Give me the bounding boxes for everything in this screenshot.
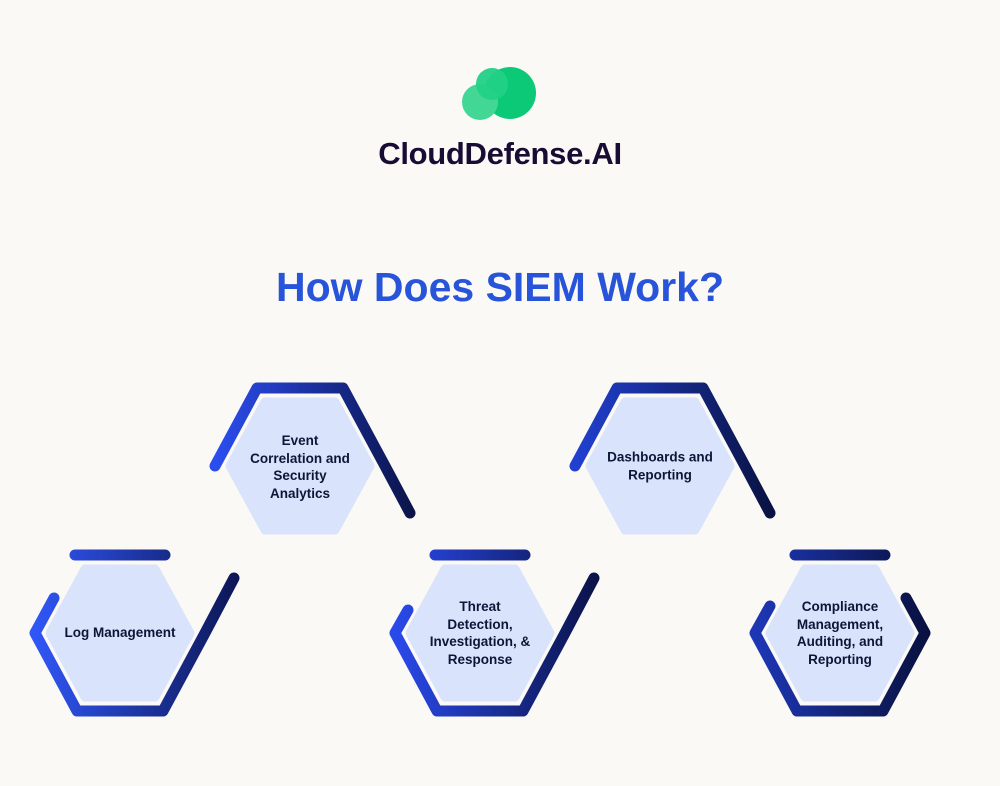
page-title: How Does SIEM Work?	[275, 264, 725, 310]
hexagon-label-threat-detection: Threat Detection, Investigation, & Respo…	[429, 598, 531, 667]
hexagon-outline	[569, 382, 776, 519]
hexagon-fill	[585, 397, 735, 535]
hexagon-fill	[405, 564, 555, 702]
hexagon-label-dashboards-reporting: Dashboards and Reporting	[607, 449, 713, 482]
hexagon-fill	[45, 564, 195, 702]
hexagon-fill	[225, 397, 375, 535]
hexagon-outline	[209, 382, 416, 519]
hexagon-label-log-management: Log Management	[64, 625, 176, 641]
hexagon-label-event-correlation: Event Correlation and Security Analytics	[250, 432, 350, 501]
hexagon-outline	[389, 572, 600, 717]
hexagon-outline	[29, 572, 240, 717]
hexagon-compliance-management	[749, 549, 931, 717]
brand-logo: CloudDefense.AI	[0, 62, 1000, 172]
hexagon-dashboards-reporting	[569, 382, 776, 535]
hexagon-event-correlation	[209, 382, 416, 535]
hexagon-fill	[765, 564, 915, 702]
hexagon-outline	[749, 592, 931, 717]
hexagon-threat-detection	[389, 549, 600, 717]
hexagon-label-compliance-management: Compliance Management, Auditing, and Rep…	[796, 598, 884, 667]
brand-name: CloudDefense.AI	[378, 136, 622, 171]
cloud-logo-icon	[462, 67, 536, 120]
hexagon-log-management	[29, 549, 240, 717]
